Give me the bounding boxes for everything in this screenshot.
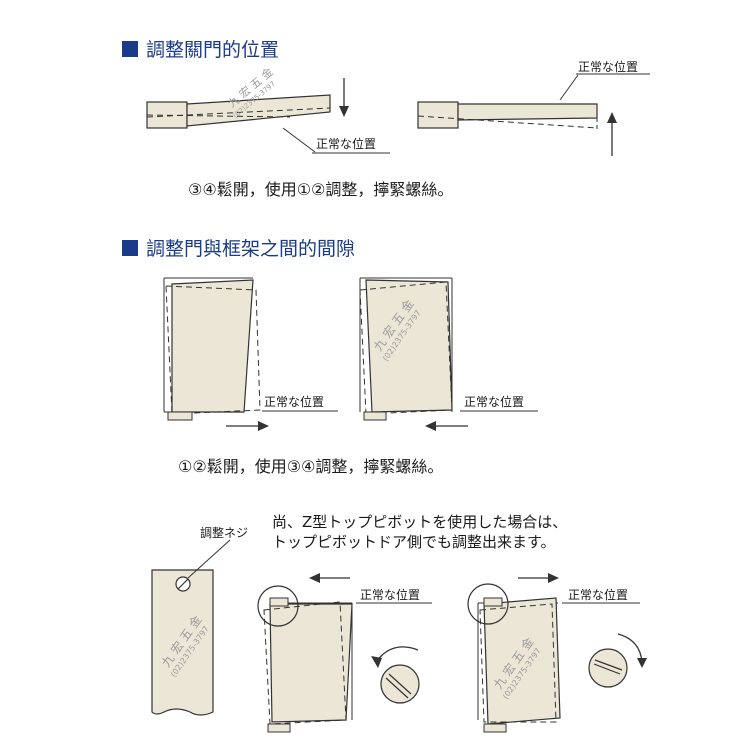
s1-right-label-leader: [559, 74, 579, 101]
s3-screw-label: 調整ネジ: [200, 526, 249, 540]
s2-left-right-arrow: [226, 421, 269, 431]
s3-right-rotate-cw-arrow-icon: [617, 633, 647, 668]
s1-left-door: [146, 94, 331, 129]
s1-left-down-arrow: [339, 78, 349, 117]
section-3-note-line-1: 尚、Z型トップピボットを使用した場合は、: [272, 513, 568, 531]
s3-right-normal-label: 正常な位置: [568, 588, 629, 602]
s2-right-left-arrow: [425, 421, 468, 431]
s3-middle-magnify-circle: [257, 585, 299, 627]
section-1-title: 調整關門的位置: [122, 35, 279, 62]
s2-left-door: [165, 279, 261, 421]
s3-middle-left-arrow: [309, 573, 350, 583]
section-2-title: 調整門與框架之間的間隙: [122, 234, 355, 261]
s2-left-normal-label: 正常な位置: [264, 395, 325, 409]
s3-right-screw-icon: [588, 648, 628, 688]
s3-door-edge: [151, 569, 214, 716]
s3-right-door: [479, 597, 561, 733]
section-1-title-text: 調整關門的位置: [146, 39, 280, 61]
s3-middle-normal-label: 正常な位置: [360, 588, 421, 602]
s2-right-door: [359, 279, 453, 421]
section-1-caption: ③④鬆開，使用①②調整，擰緊螺絲。: [188, 180, 454, 199]
adjust-screw-icon: [175, 576, 191, 592]
s3-screw-leader: [187, 539, 231, 579]
s3-middle-door: [263, 597, 353, 733]
section-2-caption: ①②鬆開，使用③④調整，擰緊螺絲。: [178, 457, 444, 476]
s1-right-up-arrow: [607, 112, 617, 156]
s3-middle-screw-icon: [380, 664, 420, 704]
section-2-title-text: 調整門與框架之間的間隙: [146, 238, 356, 260]
title-square-icon: [122, 41, 138, 57]
title-square-icon: [122, 240, 138, 256]
s1-left-normal-label: 正常な位置: [316, 137, 377, 151]
s3-right-magnify-circle: [467, 583, 509, 625]
s2-right-normal-label: 正常な位置: [464, 395, 525, 409]
s1-right-normal-label: 正常な位置: [578, 60, 639, 74]
s3-right-right-arrow: [518, 573, 559, 583]
s3-middle-frame: [278, 602, 353, 720]
s3-middle-rotate-ccw-arrow-icon: [371, 646, 419, 668]
s1-right-door: [417, 101, 598, 132]
section-3-note-line-2: トップピボットドア側でも調整出来ます。: [272, 533, 556, 551]
s1-left-label-leader: [282, 127, 316, 153]
